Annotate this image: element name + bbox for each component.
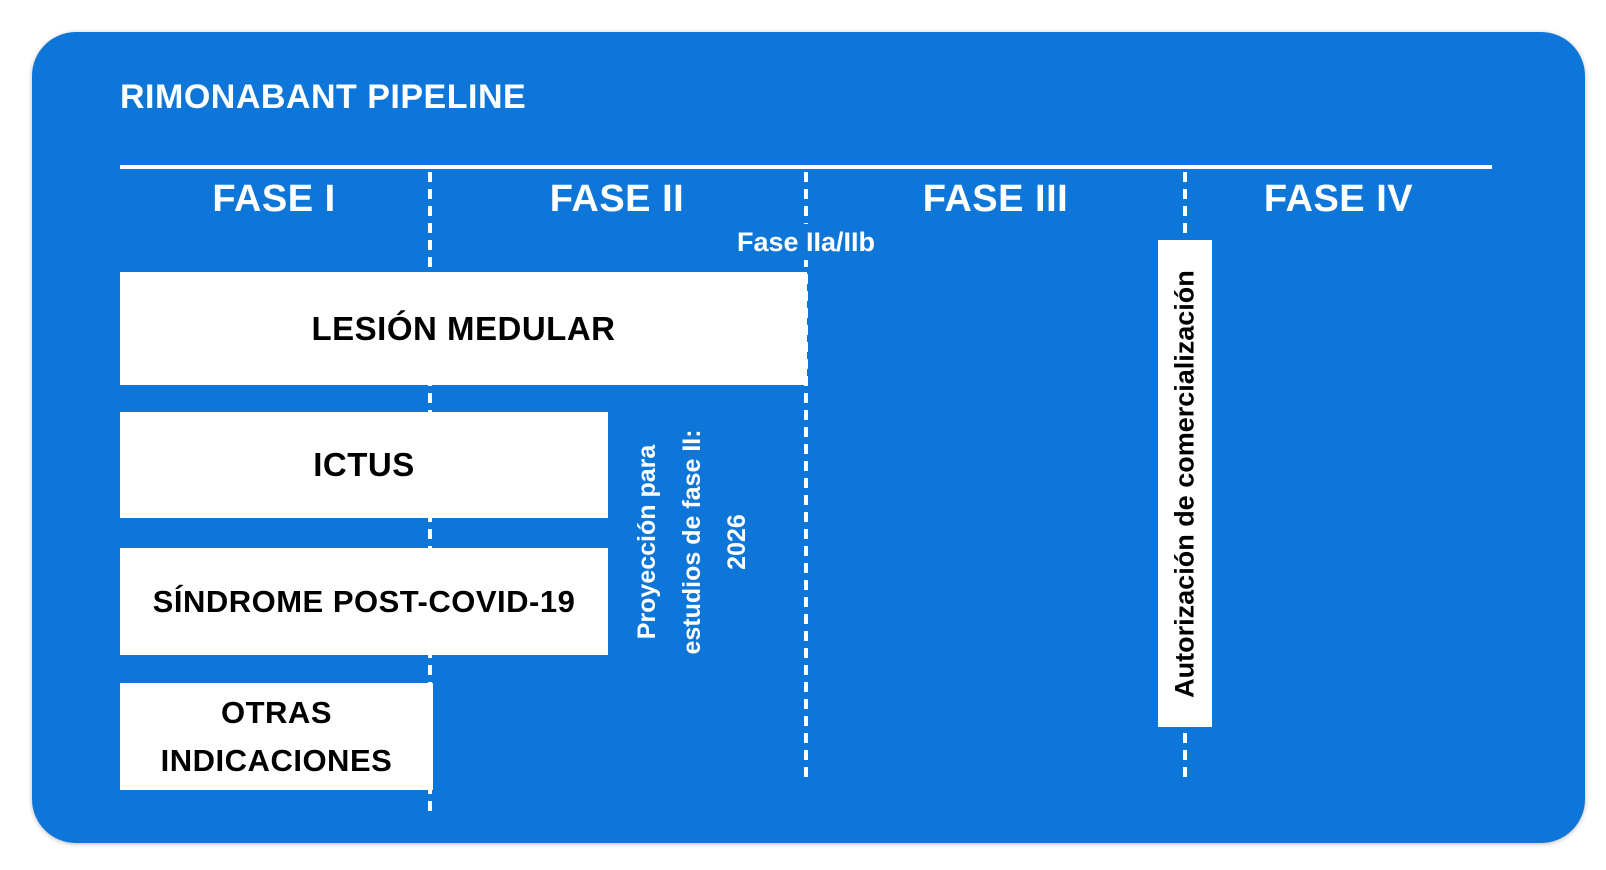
phase-label-fase-iv: FASE IV: [1263, 178, 1414, 220]
projection-note: Proyección para estudios de fase II: 202…: [625, 377, 765, 707]
phase-divider-2: [804, 172, 808, 782]
authorization-box: Autorización de comercialización: [1158, 240, 1212, 727]
bar-label: SÍNDROME POST-COVID-19: [152, 583, 576, 619]
bar-otras-indicaciones: OTRAS INDICACIONES: [120, 683, 433, 790]
phase-header-line: [120, 165, 1492, 169]
projection-note-line-1: Proyección para: [633, 444, 661, 640]
bar-label: LESIÓN MEDULAR: [311, 309, 616, 347]
bar-lesion-medular: LESIÓN MEDULAR: [120, 272, 807, 385]
authorization-label: Autorización de comercialización: [1169, 269, 1200, 698]
diagram-title: RIMONABANT PIPELINE: [120, 78, 527, 116]
phase-label-fase-iii: FASE III: [922, 178, 1069, 220]
projection-note-line-2: estudios de fase II:: [678, 429, 706, 655]
phase-label-fase-i: FASE I: [212, 178, 336, 220]
milestone-label-fase-iia-iib: Fase IIa/IIb: [706, 224, 906, 260]
bar-sindrome-post-covid-19: SÍNDROME POST-COVID-19: [120, 548, 608, 655]
projection-note-line-3: 2026: [723, 514, 751, 570]
bar-ictus: ICTUS: [120, 412, 608, 518]
phase-label-fase-ii: FASE II: [549, 178, 685, 220]
bar-label: OTRAS INDICACIONES: [160, 694, 393, 778]
bar-label: ICTUS: [313, 446, 415, 483]
